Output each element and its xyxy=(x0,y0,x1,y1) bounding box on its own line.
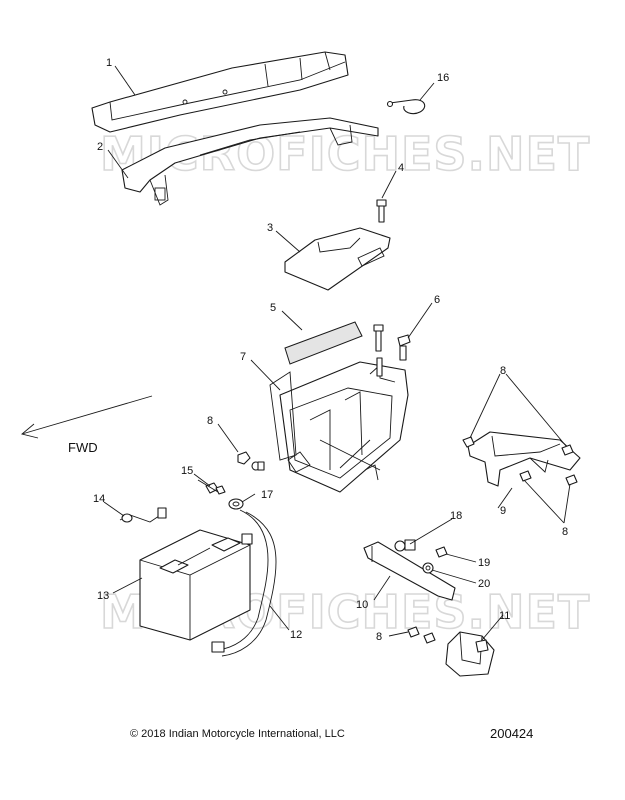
callout-5: 5 xyxy=(270,302,276,314)
callout-11: 11 xyxy=(499,610,510,622)
callout-9: 9 xyxy=(500,505,506,517)
callout-17: 17 xyxy=(261,489,273,501)
callout-8-right: 8 xyxy=(562,526,568,538)
callout-4: 4 xyxy=(398,162,404,174)
part-5-pad xyxy=(284,321,363,365)
part-4-screw xyxy=(376,199,387,223)
callout-18: 18 xyxy=(450,510,462,522)
part-17-grommet xyxy=(228,498,244,510)
callout-1: 1 xyxy=(106,57,112,69)
part-19-bolt xyxy=(435,546,448,558)
part-18-bolt xyxy=(394,539,416,552)
part-3-battery-cover xyxy=(284,227,391,291)
part-10-strap xyxy=(363,541,456,601)
callout-8-upper: 8 xyxy=(500,365,506,377)
callout-numbers: 1 2 3 4 5 6 7 8 8 15 17 14 9 8 18 19 20 … xyxy=(93,57,568,643)
callout-16: 16 xyxy=(437,72,449,84)
leader-lines xyxy=(103,65,571,641)
copyright-notice: © 2018 Indian Motorcycle International, … xyxy=(130,728,345,740)
fwd-arrow xyxy=(21,395,153,439)
part-7-battery-tray xyxy=(269,324,409,493)
callout-3: 3 xyxy=(267,222,273,234)
part-9-bracket xyxy=(462,431,581,487)
callout-15: 15 xyxy=(181,465,193,477)
part-12-cable xyxy=(211,509,277,657)
callout-8-left: 8 xyxy=(207,415,213,427)
part-11-relay xyxy=(407,626,495,677)
drawing-number: 200424 xyxy=(490,726,533,741)
callout-20: 20 xyxy=(478,578,490,590)
callout-7: 7 xyxy=(240,351,246,363)
callout-14: 14 xyxy=(93,493,105,505)
part-8-nut-left xyxy=(237,451,265,471)
part-14-cable xyxy=(119,507,167,523)
part-2-rail xyxy=(121,117,379,206)
callout-10: 10 xyxy=(356,599,368,611)
callout-13: 13 xyxy=(97,590,109,602)
fwd-label: FWD xyxy=(68,440,98,455)
callout-19: 19 xyxy=(478,557,490,569)
part-6-bolt xyxy=(397,334,411,361)
callout-12: 12 xyxy=(290,629,302,641)
callout-2: 2 xyxy=(97,141,103,153)
part-1-top-cover xyxy=(91,51,349,133)
callout-8-bottom: 8 xyxy=(376,631,382,643)
callout-6: 6 xyxy=(434,294,440,306)
part-13-battery xyxy=(139,529,251,641)
part-20-nut xyxy=(422,562,434,574)
part-16-clip xyxy=(386,99,426,115)
